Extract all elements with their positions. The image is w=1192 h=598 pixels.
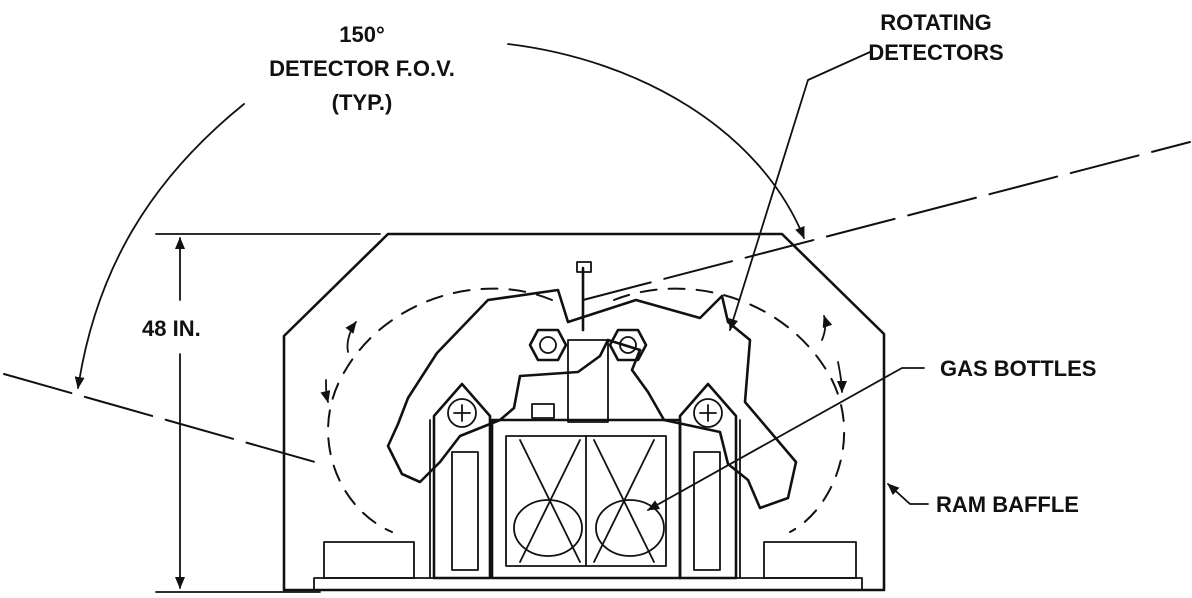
- rotation-path-left: [327, 287, 553, 533]
- center-mast: [567, 339, 609, 423]
- small-block: [531, 403, 555, 419]
- gas-bottles-label: GAS BOTTLES: [940, 356, 1096, 381]
- fov-arc-left: [74, 103, 245, 389]
- fov-angle-label: 150°: [339, 22, 385, 47]
- right-support-post: [678, 382, 738, 580]
- central-truss: [490, 418, 682, 580]
- rotation-arrow-right: [821, 315, 833, 341]
- mast-cap: [576, 261, 592, 273]
- fov-typ-label: (TYP.): [332, 90, 393, 115]
- fov-line-right: [582, 141, 1191, 301]
- gas-bottles-leader: [647, 367, 925, 511]
- right-foot-block: [763, 541, 857, 579]
- base-plate: [313, 577, 863, 591]
- detector-hub-right: [608, 328, 648, 362]
- left-support-post: [432, 382, 492, 580]
- rotation-path-right: [613, 287, 846, 533]
- rotation-arrow-right-down: [836, 361, 847, 393]
- gas-bottle-right: [595, 499, 665, 557]
- gas-bottle-left: [513, 499, 583, 557]
- ram-baffle-outline: [282, 232, 886, 592]
- rotation-arrow-left: [345, 321, 357, 353]
- ram-baffle-leader: [887, 483, 929, 505]
- rotating-label-line2: DETECTORS: [868, 40, 1003, 65]
- fov-line-left: [3, 373, 323, 465]
- detector-hub-left: [528, 328, 568, 362]
- ram-baffle-label: RAM BAFFLE: [936, 492, 1079, 517]
- height-label: 48 IN.: [142, 316, 201, 341]
- rotation-arrow-left-down: [320, 379, 331, 403]
- fov-name-label: DETECTOR F.O.V.: [269, 56, 455, 81]
- rotating-detectors-leader: [728, 51, 871, 331]
- left-foot-block: [323, 541, 415, 579]
- rotating-label-line1: ROTATING: [880, 10, 992, 35]
- fov-arc-right: [507, 43, 805, 239]
